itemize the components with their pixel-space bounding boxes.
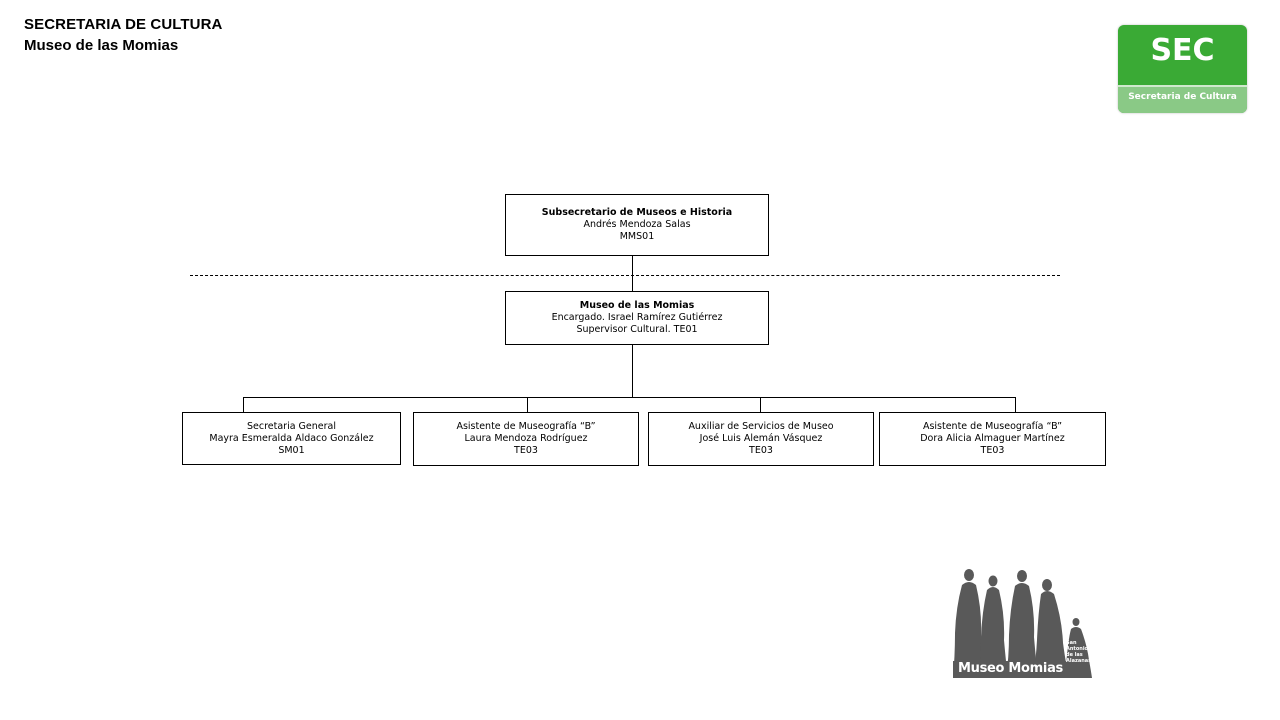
org-box-code: TE03 xyxy=(980,445,1005,456)
sec-logo-band xyxy=(1118,87,1247,113)
connector-middle-bus xyxy=(632,345,633,397)
org-box-code: TE03 xyxy=(749,445,773,456)
place-line: San xyxy=(1066,640,1077,646)
org-box-person: Andrés Mendoza Salas xyxy=(583,219,691,230)
sec-logo-acronym: SEC xyxy=(1150,33,1215,68)
museo-momias-logo xyxy=(953,569,1092,678)
connector-drop-3 xyxy=(760,397,761,412)
place-line: Alazanas xyxy=(1066,658,1092,664)
connector-drop-4 xyxy=(1015,397,1016,412)
org-box-subsecretario: Subsecretario de Museos e Historia André… xyxy=(505,194,769,256)
org-box-person: José Luis Alemán Vásquez xyxy=(699,433,823,444)
org-box-title: Museo de las Momias xyxy=(579,300,695,311)
org-box-person: Laura Mendoza Rodríguez xyxy=(464,433,588,444)
sec-logo-name: Secretaria de Cultura xyxy=(1128,92,1237,102)
org-box-person: Encargado. Israel Ramírez Gutiérrez xyxy=(551,312,723,323)
org-box-title: Asistente de Museografía “B” xyxy=(456,421,596,432)
org-box-person: Mayra Esmeralda Aldaco González xyxy=(209,432,374,444)
org-box-auxiliar-servicios: Auxiliar de Servicios de Museo José Luis… xyxy=(648,412,874,466)
museo-momias-logo-text: Museo Momias xyxy=(958,661,1063,676)
connector-drop-2 xyxy=(527,397,528,412)
org-box-asistente-museografia-2: Asistente de Museografía “B” Dora Alicia… xyxy=(879,412,1106,466)
org-box-role: Supervisor Cultural. TE01 xyxy=(576,324,698,335)
connector-drop-1 xyxy=(243,397,244,412)
page-title: SECRETARIA DE CULTURA xyxy=(24,16,223,33)
org-box-code: TE03 xyxy=(514,445,538,456)
org-box-museo: Museo de las Momias Encargado. Israel Ra… xyxy=(505,291,769,345)
org-box-secretaria-general: Secretaria General Mayra Esmeralda Aldac… xyxy=(182,412,401,465)
place-line: Antonio xyxy=(1066,646,1088,652)
org-box-code: MMS01 xyxy=(619,231,655,242)
org-box-title: Subsecretario de Museos e Historia xyxy=(541,207,733,218)
sec-logo: SEC Secretaria de Cultura xyxy=(1118,25,1247,113)
org-box-asistente-museografia-1: Asistente de Museografía “B” Laura Mendo… xyxy=(413,412,639,466)
org-box-person: Dora Alicia Almaguer Martínez xyxy=(920,433,1065,444)
dashed-separator xyxy=(190,275,1060,276)
org-box-code: SM01 xyxy=(278,444,305,456)
connector-bus xyxy=(243,397,1016,398)
org-box-title: Asistente de Museografía “B” xyxy=(922,421,1063,432)
place-line: de las xyxy=(1066,652,1083,658)
org-box-title: Secretaria General xyxy=(246,420,336,432)
connector-top-middle xyxy=(632,255,633,292)
museo-momias-logo-place: San Antonio de las Alazanas xyxy=(1066,640,1092,664)
page-subtitle: Museo de las Momias xyxy=(24,37,179,54)
sec-logo-divider xyxy=(1118,85,1247,87)
org-box-title: Auxiliar de Servicios de Museo xyxy=(688,421,834,432)
